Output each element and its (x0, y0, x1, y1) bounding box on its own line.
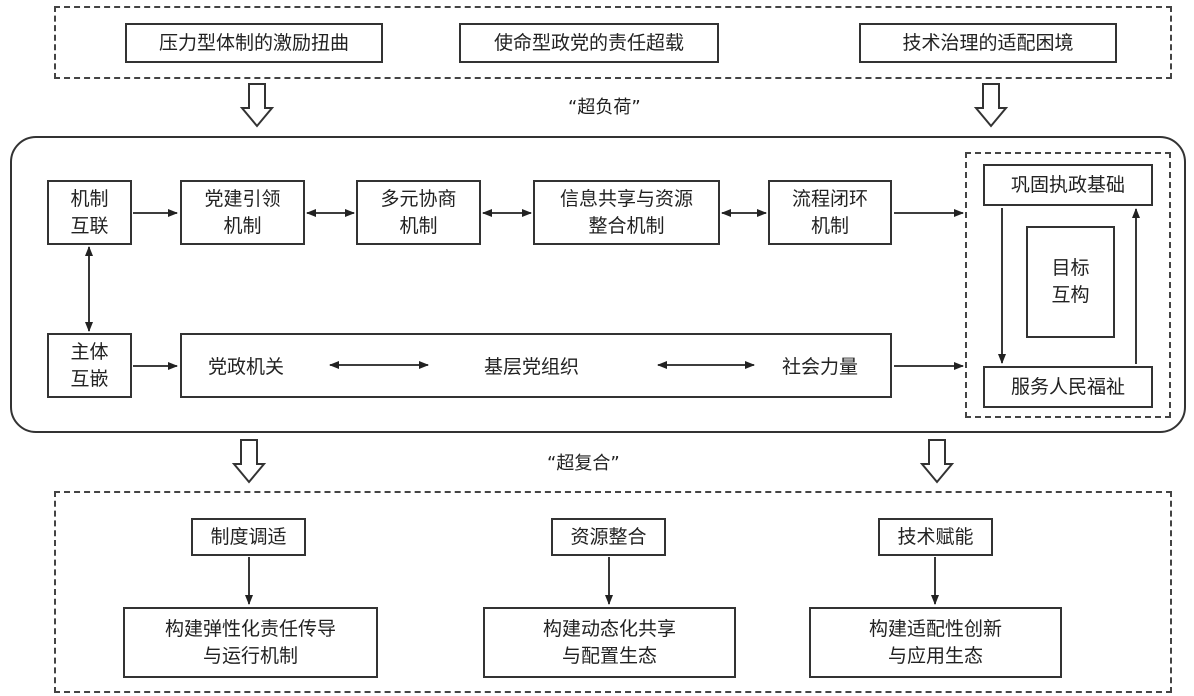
subject-embed-box: 主体 互嵌 (47, 333, 132, 398)
governance-region (10, 136, 1186, 433)
mechanism-consultation: 多元协商 机制 (356, 180, 481, 245)
actors-box (180, 333, 892, 398)
result-dynamic-sharing: 构建动态化共享 与配置生态 (483, 607, 736, 678)
hollow-arrow-overload-left (239, 83, 275, 128)
mechanism-party-building: 党建引领 机制 (180, 180, 305, 245)
mechanism-info-sharing: 信息共享与资源 整合机制 (533, 180, 720, 245)
paths-region (54, 491, 1172, 693)
actor-grassroots-party: 基层党组织 (484, 356, 580, 378)
mechanism-closed-loop: 流程闭环 机制 (768, 180, 892, 245)
actor-social-forces: 社会力量 (782, 356, 859, 378)
path-tech-empowerment: 技术赋能 (878, 518, 993, 556)
hollow-arrow-overload-right (973, 83, 1009, 128)
goal-serve-people: 服务人民福祉 (983, 366, 1153, 408)
goal-mutual-construction: 目标 互构 (1026, 226, 1115, 338)
actor-party-government: 党政机关 (208, 356, 285, 378)
problems-region (54, 6, 1172, 79)
hollow-arrow-complex-left (231, 439, 267, 484)
problem-incentive-distortion: 压力型体制的激励扭曲 (125, 23, 383, 63)
result-adaptive-innovation: 构建适配性创新 与应用生态 (809, 607, 1062, 678)
overload-label: “超负荷” (568, 97, 641, 118)
problem-responsibility-overload: 使命型政党的责任超载 (459, 23, 719, 63)
goal-region (965, 152, 1171, 418)
hollow-arrow-complex-right (919, 439, 955, 484)
result-elastic-responsibility: 构建弹性化责任传导 与运行机制 (123, 607, 378, 678)
mechanism-interconnect-box: 机制 互联 (47, 180, 132, 245)
path-institutional-adjustment: 制度调适 (191, 518, 306, 556)
path-resource-integration: 资源整合 (551, 518, 666, 556)
problem-tech-governance: 技术治理的适配困境 (859, 23, 1117, 63)
goal-consolidate-rule: 巩固执政基础 (983, 164, 1153, 206)
complex-label: “超复合” (547, 453, 620, 474)
